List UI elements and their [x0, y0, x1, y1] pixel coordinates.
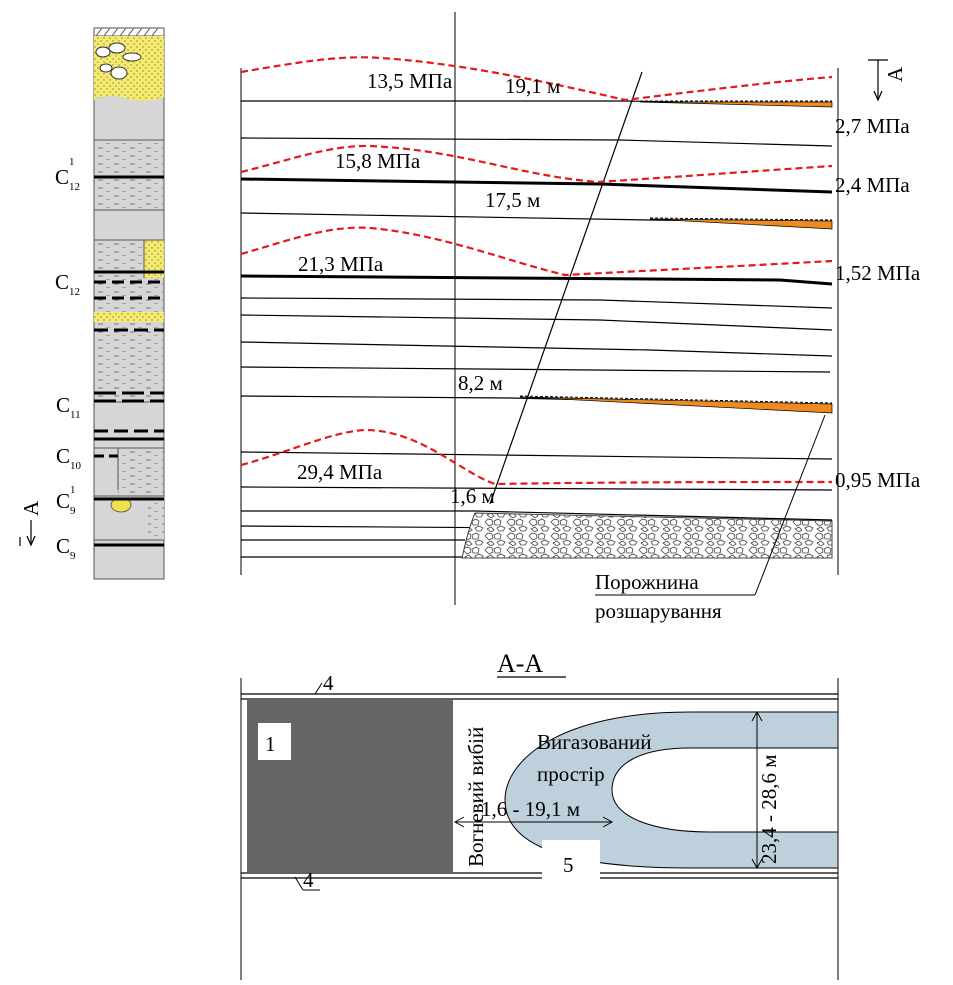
gasified-zone [504, 711, 839, 869]
svg-text:1: 1 [70, 484, 76, 496]
marker-4-top: 4 [323, 671, 334, 695]
stress-label: 1,52 МПа [835, 261, 921, 285]
stress-label: 2,7 МПа [835, 114, 910, 138]
stress-curves [240, 56, 833, 486]
stress-label: 21,3 МПа [298, 252, 384, 276]
svg-text:C: C [56, 393, 70, 417]
goaf-rubble [461, 512, 833, 559]
fire-face-label: Вогневий вибій [464, 727, 488, 867]
geological-section: 13,5 МПа 15,8 МПа 21,3 МПа 29,4 МПа 2,7 … [240, 12, 921, 623]
svg-text:9: 9 [70, 505, 76, 517]
cavity-label: Порожнина [595, 570, 699, 594]
svg-text:23,4 - 28,6 м: 23,4 - 28,6 м [757, 754, 781, 864]
section-mark-left: A [19, 500, 43, 547]
section-mark-right: A [868, 59, 907, 102]
distance-label: 19,1 м [505, 74, 560, 98]
plan-view: А-А 4 4 1 5 Вигазований простір Вогневий… [240, 649, 839, 980]
coal-seams [240, 177, 833, 286]
svg-text:1: 1 [69, 156, 75, 168]
svg-text:10: 10 [70, 460, 82, 472]
svg-text:12: 12 [69, 286, 80, 298]
gasified-label: простір [537, 762, 605, 786]
width-dimension: 1,6 - 19,1 м [453, 797, 614, 828]
svg-text:1,6 - 19,1 м: 1,6 - 19,1 м [481, 797, 580, 821]
caving-boundary [489, 71, 643, 505]
distance-label: 8,2 м [458, 371, 503, 395]
svg-text:C: C [56, 534, 70, 558]
svg-text:12: 12 [69, 181, 80, 193]
cavity-label: розшарування [595, 599, 722, 623]
svg-text:A: A [19, 500, 43, 516]
svg-text:C: C [56, 444, 70, 468]
svg-text:C: C [55, 270, 69, 294]
strata-lines [240, 100, 833, 558]
distance-label: 1,6 м [450, 484, 495, 508]
block-number: 1 [265, 732, 276, 756]
svg-text:A: A [883, 66, 907, 82]
separation-cavities [519, 101, 833, 414]
stress-label: 13,5 МПа [367, 69, 453, 93]
distance-label: 17,5 м [485, 188, 540, 212]
stratigraphic-column [93, 27, 165, 580]
plan-title: А-А [497, 649, 543, 678]
stress-label: 2,4 МПа [835, 173, 910, 197]
svg-text:9: 9 [70, 550, 76, 562]
svg-text:11: 11 [70, 409, 81, 421]
stress-label: 0,95 МПа [835, 468, 921, 492]
zone-number: 5 [563, 853, 574, 877]
stress-label: 15,8 МПа [335, 149, 421, 173]
stress-label: 29,4 МПа [297, 460, 383, 484]
svg-text:C: C [56, 489, 70, 513]
gasified-label: Вигазований [537, 730, 652, 754]
svg-text:C: C [55, 165, 69, 189]
marker-4-bottom: 4 [303, 868, 314, 892]
height-dimension: 23,4 - 28,6 м [751, 710, 781, 870]
